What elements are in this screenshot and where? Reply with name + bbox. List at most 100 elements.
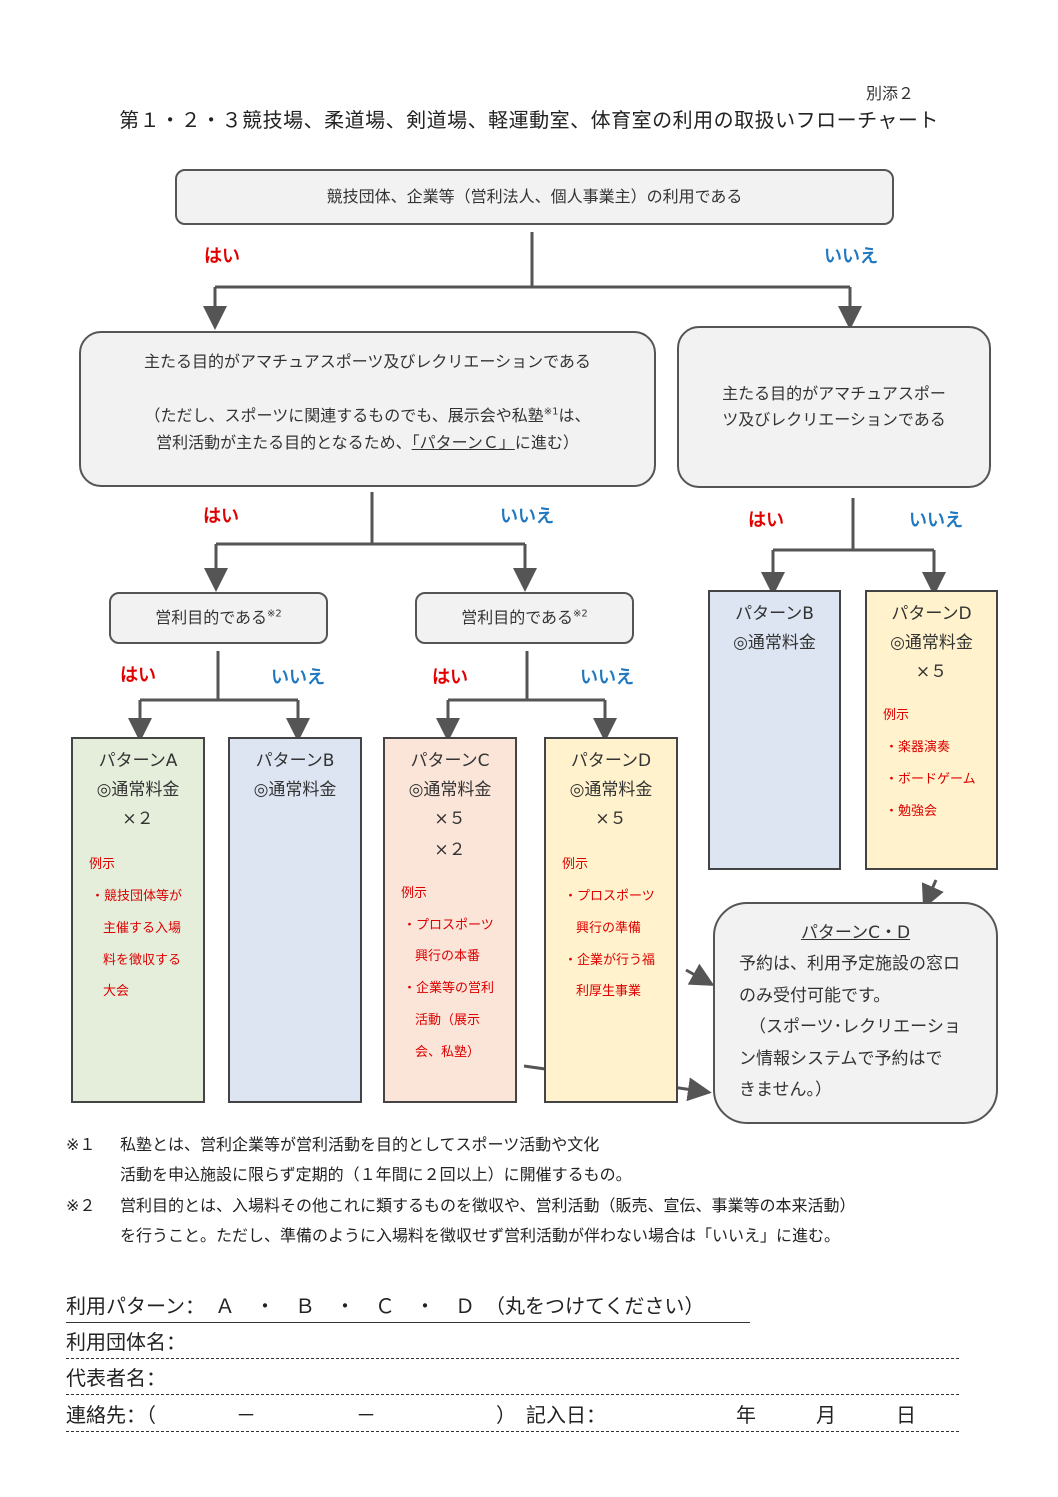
pattern-c-multiplier-1: ×５	[434, 809, 466, 830]
pattern-d-right-example-line: ・勉強会	[885, 803, 938, 819]
pattern-d-box-right: パターンD ◎通常料金 ×５ 例示 ・楽器演奏 ・ボードゲーム ・勉強会	[865, 590, 998, 870]
pattern-c-example-line: 活動（展示	[415, 1013, 481, 1029]
footnote-1-text1: 私塾とは、営利企業等が営利活動を目的としてスポーツ活動や文化	[120, 1135, 600, 1154]
pattern-c-example-line: 会、私塾）	[415, 1044, 481, 1060]
pattern-d-example-line: ・企業が行う福	[564, 952, 656, 968]
q1-yes-label: はい	[204, 246, 240, 267]
footnote-2-text2: を行うこと。ただし、準備のように入場料を徴収せず営利活動が伴わない場合は「いいえ…	[120, 1226, 841, 1246]
q4-right-text: 営利目的である※2	[461, 605, 588, 631]
pattern-cd-line: （スポーツ･レクリエーショ	[749, 1017, 961, 1038]
q1-no-label: いいえ	[824, 246, 878, 267]
form-group-name-label: 利用団体名：	[66, 1330, 186, 1354]
pattern-d-name: パターンD	[570, 751, 652, 771]
q2-note-part2: は、	[558, 406, 591, 426]
q3-yes-label: はい	[748, 510, 784, 531]
pattern-d-fee: ◎通常料金	[569, 780, 653, 801]
q2-yes-label: はい	[203, 506, 239, 527]
pattern-d-right-example-line: ・ボードゲーム	[885, 771, 976, 787]
question-business-use: 競技団体、企業等（営利法人、個人事業主）の利用である	[175, 169, 894, 225]
pattern-b-box-right: パターンB ◎通常料金	[708, 590, 841, 870]
pattern-b-name: パターンB	[255, 751, 335, 771]
pattern-cd-title: パターンC・D	[800, 923, 911, 943]
pattern-cd-note-box: パターンC・D 予約は、利用予定施設の窓ロ のみ受付可能です。 （スポーツ･レク…	[713, 902, 998, 1124]
pattern-c-example-line: ・企業等の営利	[403, 981, 495, 997]
q2-note-footnote-ref: ※1	[543, 407, 559, 419]
pattern-d-right-example-line: ・楽器演奏	[885, 739, 951, 755]
footnote-1-line1: ※１ 私塾とは、営利企業等が営利活動を目的としてスポーツ活動や文化	[66, 1130, 996, 1160]
pattern-a-multiplier: ×２	[122, 809, 154, 830]
pattern-b-box: パターンB ◎通常料金	[228, 737, 362, 1103]
question-business-use-text: 競技団体、企業等（営利法人、個人事業主）の利用である	[326, 186, 743, 206]
pattern-cd-line: きません。）	[739, 1080, 832, 1101]
q4a-yes-label: はい	[120, 665, 156, 686]
pattern-d-example-line: 利厚生事業	[576, 984, 642, 1000]
pattern-d-right-multiplier: ×５	[915, 662, 948, 683]
q4-left-footnote-ref: ※2	[267, 608, 282, 620]
pattern-d-examples: 例示 ・プロスポーツ 興行の準備 ・企業が行う福 利厚生事業	[546, 849, 676, 1008]
q2-main-text: 主たる目的がアマチュアスポーツ及びレクリエーションである	[144, 352, 591, 371]
pattern-a-examples: 例示 ・競技団体等が 主催する入場 料を徴収する 大会	[73, 849, 203, 1008]
pattern-a-example-line: ・競技団体等が	[91, 888, 183, 904]
pattern-b-fee: ◎通常料金	[253, 780, 337, 801]
footnote-2-line2: を行うこと。ただし、準備のように入場料を徴収せず営利活動が伴わない場合は「いいえ…	[66, 1221, 996, 1251]
pattern-a-example-line: 主催する入場	[103, 920, 182, 936]
question-amateur-purpose-other: 主たる目的がアマチュアスポー ツ及びレクリエーションである	[677, 326, 991, 488]
pattern-a-example-label: 例示	[89, 857, 116, 873]
q2-no-label: いいえ	[500, 506, 554, 527]
pattern-a-fee: ◎通常料金	[96, 780, 180, 801]
q2-note-part1: （ただし、スポーツに関連するものでも、展示会や私塾	[144, 406, 544, 426]
form-group-name[interactable]: 利用団体名：	[66, 1326, 959, 1359]
q4b-yes-label: はい	[432, 667, 468, 688]
pattern-d-right-fee: ◎通常料金	[890, 633, 973, 654]
q2-note-line2: 営利活動が主たる目的となるため、「パターンＣ」に進む）	[156, 430, 579, 456]
pattern-c-box: パターンC ◎通常料金 ×５ ×２ 例示 ・プロスポーツ 興行の本番 ・企業等の…	[383, 737, 517, 1103]
pattern-c-example-line: ・プロスポーツ	[403, 917, 494, 933]
pattern-d-right-examples: 例示 ・楽器演奏 ・ボードゲーム ・勉強会	[867, 700, 996, 827]
footnote-2-mark: ※２	[66, 1195, 96, 1215]
pattern-d-right-example-label: 例示	[883, 708, 910, 724]
pattern-cd-line: 予約は、利用予定施設の窓ロ	[739, 954, 960, 975]
pattern-d-box: パターンD ◎通常料金 ×５ 例示 ・プロスポーツ 興行の準備 ・企業が行う福 …	[544, 737, 678, 1103]
pattern-a-box: パターンA ◎通常料金 ×２ 例示 ・競技団体等が 主催する入場 料を徴収する …	[71, 737, 205, 1103]
q2-note-pattern-c: 「パターンＣ」	[411, 432, 515, 452]
arrow-d-to-cd	[685, 963, 715, 986]
form-usage-pattern[interactable]: 利用パターン： Ａ ・ Ｂ ・ Ｃ ・ Ｄ （丸をつけてください）	[66, 1290, 750, 1323]
q3-line1: 主たる目的がアマチュアスポー	[722, 383, 946, 403]
pattern-c-example-line: 興行の本番	[415, 949, 481, 965]
q4-right-label: 営利目的である	[461, 607, 574, 627]
pattern-d-example-line: 興行の準備	[576, 920, 642, 936]
footnotes: ※１ 私塾とは、営利企業等が営利活動を目的としてスポーツ活動や文化 活動を申込施設…	[66, 1130, 996, 1252]
footnote-1-mark: ※１	[66, 1135, 96, 1154]
pattern-d-right-name: パターンD	[891, 604, 972, 624]
pattern-a-example-line: 料を徴収する	[103, 952, 182, 968]
question-amateur-purpose-business: 主たる目的がアマチュアスポーツ及びレクリエーションである （ただし、スポーツに関…	[79, 331, 656, 487]
question-profit-purpose-right: 営利目的である※2	[415, 592, 634, 644]
pattern-c-example-label: 例示	[401, 885, 428, 901]
q2-note-line1: （ただし、スポーツに関連するものでも、展示会や私塾※1は、	[145, 403, 591, 429]
pattern-d-example-label: 例示	[562, 857, 589, 873]
pattern-b-right-name: パターンB	[735, 604, 814, 624]
question-profit-purpose-left: 営利目的である※2	[109, 592, 328, 644]
q4b-no-label: いいえ	[580, 667, 634, 688]
q2-note-part4: に進む）	[514, 432, 579, 452]
pattern-c-fee: ◎通常料金	[408, 780, 492, 801]
pattern-b-right-fee: ◎通常料金	[733, 633, 816, 654]
arrow-d2-to-cd	[921, 879, 944, 909]
form-representative-name[interactable]: 代表者名：	[66, 1362, 959, 1395]
pattern-a-name: パターンA	[98, 751, 178, 771]
form-contact-and-date-label: 連絡先：（ － － ） 記入日： 年 月 日	[66, 1403, 916, 1427]
page-title: 第１・２・３競技場、柔道場、剣道場、軽運動室、体育室の利用の取扱いフローチャート	[119, 108, 939, 132]
q4-left-label: 営利目的である	[155, 607, 268, 627]
form-contact-and-date[interactable]: 連絡先：（ － － ） 記入日： 年 月 日	[66, 1399, 959, 1432]
footnote-1-text2: 活動を申込施設に限らず定期的（１年間に２回以上）に開催するもの。	[120, 1165, 632, 1185]
pattern-cd-line: のみ受付可能です。	[739, 985, 891, 1006]
pattern-d-multiplier: ×５	[595, 809, 627, 830]
form-representative-name-label: 代表者名：	[66, 1366, 166, 1390]
q2-note-part3: 営利活動が主たる目的となるため、	[156, 432, 412, 452]
pattern-a-example-line: 大会	[103, 984, 130, 1000]
footnote-1-line2: 活動を申込施設に限らず定期的（１年間に２回以上）に開催するもの。	[66, 1160, 996, 1190]
attachment-label: 別添２	[866, 84, 915, 103]
pattern-d-example-line: ・プロスポーツ	[564, 888, 655, 904]
